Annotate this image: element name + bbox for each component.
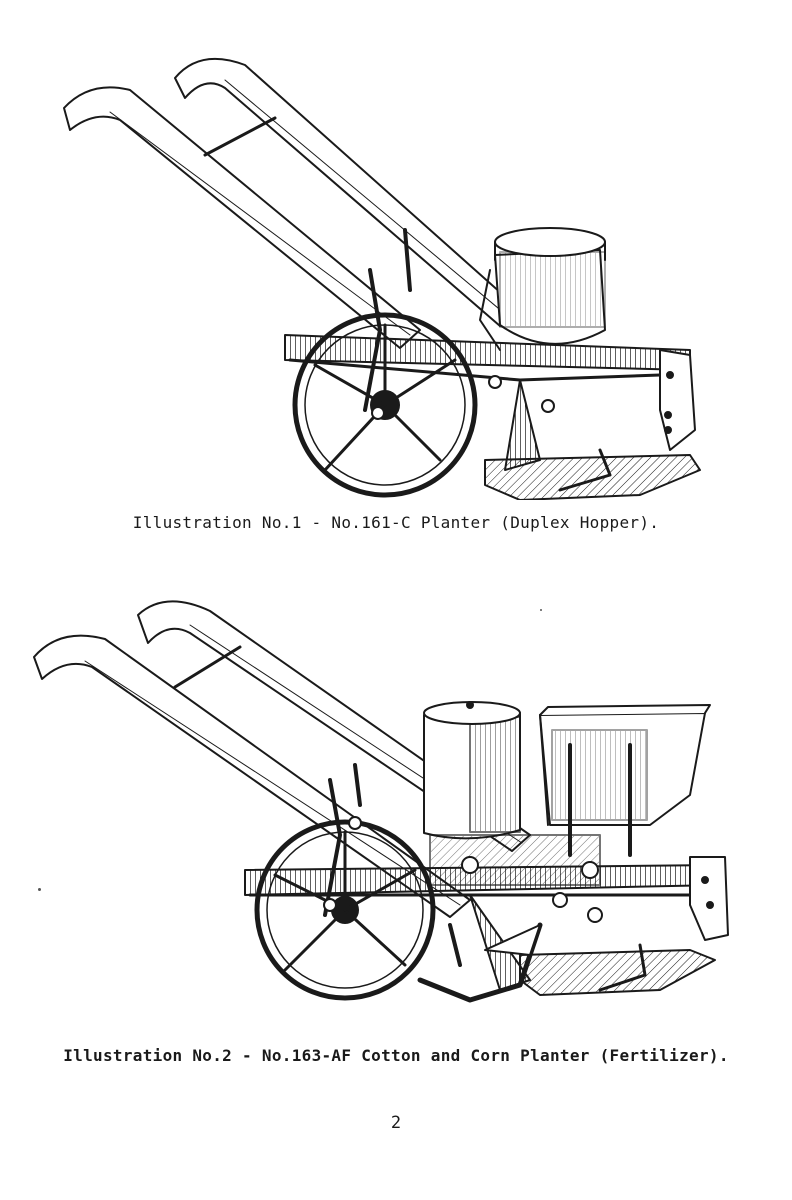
illustration-1-caption: Illustration No.1 - No.161-C Planter (Du… bbox=[132, 513, 660, 532]
speck-mark bbox=[38, 888, 41, 891]
page-number: 2 bbox=[390, 1113, 402, 1133]
illustration-2-caption: Illustration No.2 - No.163-AF Cotton and… bbox=[63, 1046, 729, 1065]
speck-mark bbox=[540, 609, 542, 611]
illustration-2-planter-drawing bbox=[0, 595, 792, 1020]
illustration-1-planter-drawing bbox=[0, 30, 792, 500]
